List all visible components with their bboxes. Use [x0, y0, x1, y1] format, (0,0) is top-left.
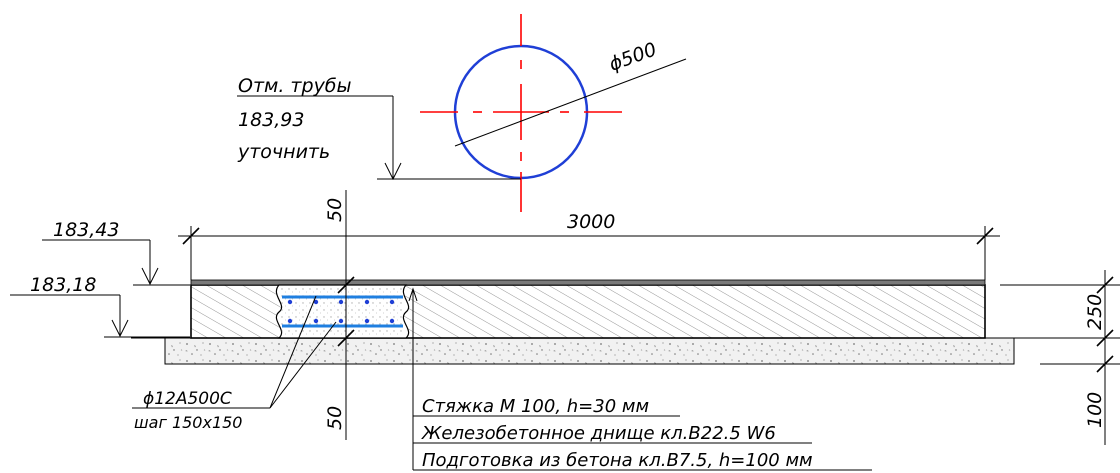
pipe-elevation-note: уточнить [237, 141, 330, 163]
cover-top-label: 50 [324, 198, 346, 222]
layer-leader: Стяжка М 100, h=30 мм Железобетонное дни… [408, 287, 872, 471]
layer-label-screed: Стяжка М 100, h=30 мм [422, 396, 649, 417]
concrete-preparation-layer [164, 337, 1015, 365]
pipe-centerlines [420, 14, 622, 212]
pipe-elevation-callout: Отм. трубы 183,93 уточнить [237, 75, 521, 181]
rebar-callout: ϕ12А500С шаг 150х150 [132, 295, 337, 432]
screed-layer [190, 279, 986, 286]
level-mark-bottom: 183,18 [10, 274, 190, 338]
layer-label-slab: Железобетонное днище кл.В22.5 W6 [421, 423, 776, 444]
rebar-mesh [282, 295, 403, 328]
level-top-label: 183,43 [53, 219, 119, 241]
diameter-label: ϕ500 [606, 38, 659, 75]
pipe-elevation-title: Отм. трубы [238, 75, 352, 97]
slab-thickness-label: 250 [1084, 294, 1106, 330]
length-dimension: 3000 [178, 211, 1000, 280]
level-bottom-label: 183,18 [30, 274, 96, 296]
level-mark-top: 183,43 [42, 219, 190, 286]
cover-dimension: 50 50 [324, 190, 355, 440]
slab-section [131, 279, 1120, 365]
rebar-diameter-label: ϕ12А500С [143, 389, 232, 409]
rebar-spacing-label: шаг 150х150 [134, 413, 242, 432]
pipe-section: ϕ500 [420, 14, 687, 212]
prep-thickness-label: 100 [1084, 392, 1106, 428]
diameter-leader [454, 58, 687, 147]
pipe-elevation-value: 183,93 [238, 109, 304, 131]
cover-bottom-label: 50 [324, 406, 346, 430]
layer-label-preparation: Подготовка из бетона кл.В7.5, h=100 мм [422, 450, 813, 471]
length-dimension-label: 3000 [567, 211, 615, 233]
vertical-dimensions: 250 100 [1000, 270, 1120, 445]
